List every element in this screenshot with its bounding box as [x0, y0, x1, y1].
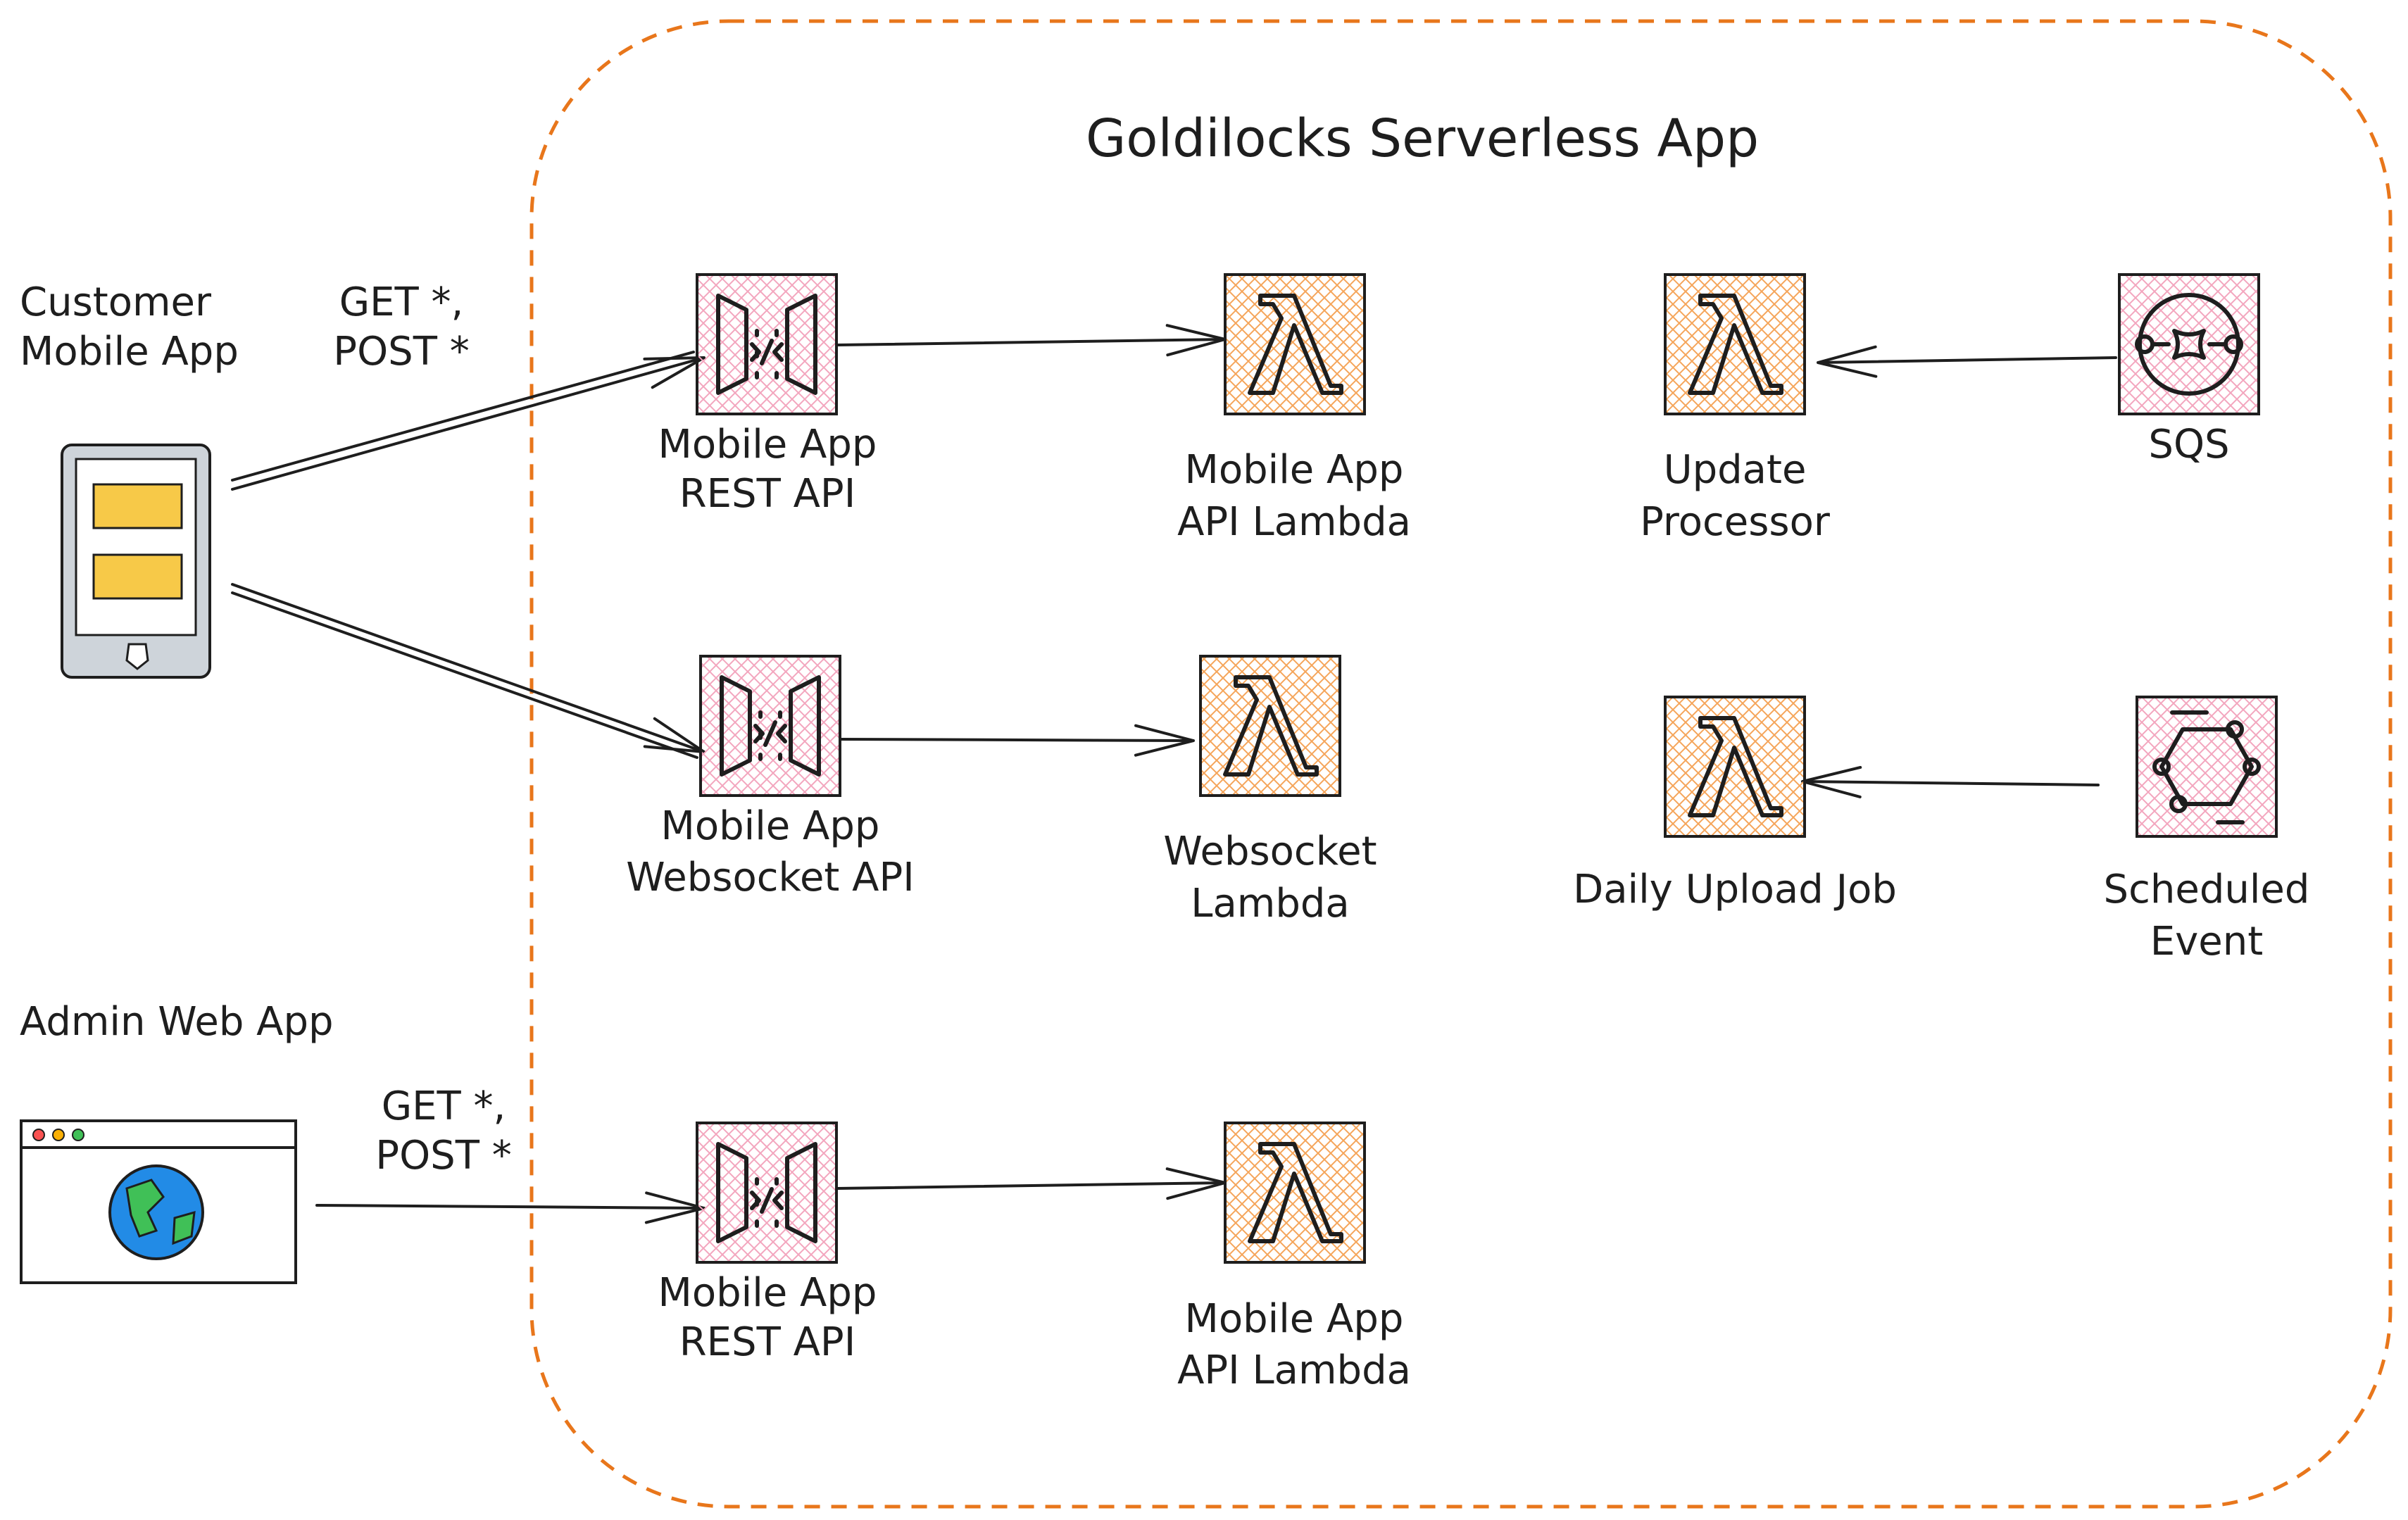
- node-label-line1: Mobile App: [1185, 1296, 1404, 1342]
- sqs-node[interactable]: SQS: [2118, 273, 2260, 467]
- arrow-web-to-rest-api: [315, 1191, 706, 1224]
- edges: [231, 324, 2117, 1224]
- node-label-line2: Lambda: [1191, 881, 1349, 927]
- node-label-line1: Mobile App: [1185, 447, 1404, 493]
- arrow-rest-api-2-to-lambda-2: [836, 1167, 1227, 1200]
- node-label-line2: API Lambda: [1177, 499, 1411, 545]
- arrow-scheduled-event-to-daily-upload: [1801, 765, 2100, 798]
- arrow-mobile-to-websocket-api: [231, 583, 706, 753]
- eventbridge-icon: [2152, 710, 2261, 824]
- mobile-rest-edge-label-line1: GET *,: [339, 279, 464, 325]
- node-label-line2: Processor: [1640, 499, 1831, 545]
- globe-icon: [108, 1164, 204, 1260]
- node-label-line1: Daily Upload Job: [1573, 867, 1897, 912]
- node-label-line2: Event: [2150, 919, 2263, 965]
- api-gateway-icon: [716, 1142, 817, 1243]
- lambda-icon: [1248, 1142, 1343, 1243]
- arrow-mobile-to-rest-api-double: [231, 351, 695, 482]
- rest-api-node-1[interactable]: Mobile App REST API: [658, 273, 877, 517]
- node-label-line1: SQS: [2148, 422, 2229, 467]
- web-rest-edge-label-line2: POST *: [375, 1133, 511, 1179]
- node-label-line1: Scheduled: [2104, 867, 2310, 912]
- lambda-node-2[interactable]: Mobile App API Lambda: [1177, 1122, 1411, 1393]
- mobile-client-label-line2: Mobile App: [20, 329, 239, 375]
- app-boundary: [529, 19, 2393, 1509]
- web-rest-edge-label-line1: GET *,: [382, 1084, 506, 1129]
- sqs-icon: [2135, 293, 2243, 396]
- browser-window-icon: [20, 1119, 297, 1284]
- arrow-mobile-to-websocket-api-double: [231, 591, 698, 759]
- web-client-label: Admin Web App: [20, 999, 334, 1045]
- scheduled-event-node[interactable]: Scheduled Event: [2104, 696, 2310, 965]
- websocket-api-node[interactable]: Mobile App Websocket API: [626, 655, 915, 900]
- daily-upload-node[interactable]: Daily Upload Job: [1573, 696, 1897, 912]
- node-label-line1: Mobile App: [658, 422, 877, 467]
- lambda-icon: [1688, 716, 1783, 817]
- node-label-line1: Websocket: [1163, 829, 1377, 874]
- node-label-line2: Websocket API: [626, 855, 915, 900]
- update-processor-node[interactable]: Update Processor: [1640, 273, 1831, 545]
- arrow-sqs-to-update-processor: [1817, 345, 2117, 378]
- websocket-lambda-node[interactable]: Websocket Lambda: [1163, 655, 1377, 927]
- lambda-node-1[interactable]: Mobile App API Lambda: [1177, 273, 1411, 545]
- api-gateway-icon: [716, 294, 817, 395]
- node-label-line2: REST API: [679, 1319, 855, 1365]
- rest-api-node-2[interactable]: Mobile App REST API: [658, 1122, 877, 1365]
- arrow-mobile-to-rest-api: [231, 356, 706, 491]
- arrow-websocket-api-to-lambda: [840, 724, 1195, 757]
- lambda-icon: [1688, 294, 1783, 395]
- node-label-line1: Mobile App: [658, 1270, 877, 1316]
- lambda-icon: [1248, 294, 1343, 395]
- arrow-rest-api-to-lambda: [836, 324, 1227, 357]
- api-gateway-icon: [720, 675, 821, 777]
- mobile-phone-icon: [61, 444, 211, 679]
- node-label-line2: API Lambda: [1177, 1348, 1411, 1393]
- node-label-line1: Mobile App: [661, 803, 880, 849]
- node-label-line2: REST API: [679, 471, 855, 517]
- node-label-line1: Update: [1664, 447, 1807, 493]
- lambda-icon: [1223, 675, 1319, 777]
- mobile-client-label-line1: Customer: [20, 279, 212, 325]
- diagram-title: Goldilocks Serverless App: [1086, 108, 1759, 169]
- mobile-rest-edge-label-line2: POST *: [333, 329, 469, 375]
